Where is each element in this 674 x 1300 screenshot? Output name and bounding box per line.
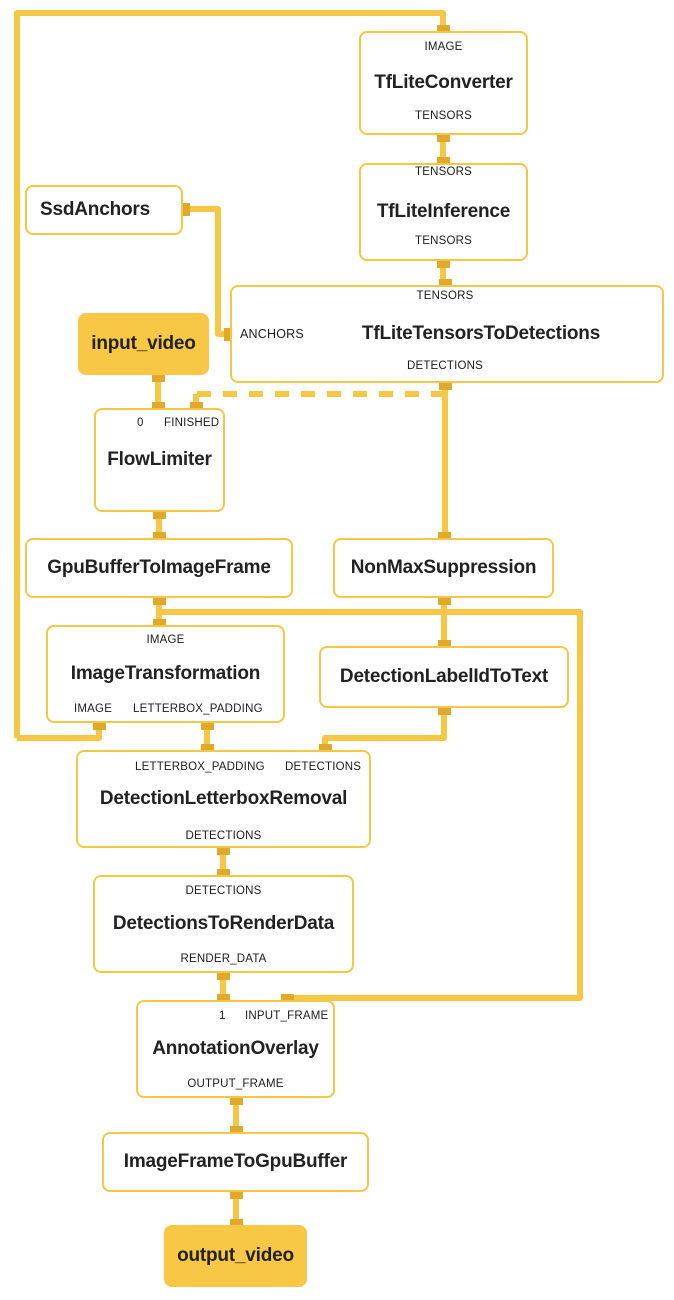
node-image-transformation[interactable]: ImageTransformation xyxy=(46,625,285,723)
node-non-max-suppression[interactable]: NonMaxSuppression xyxy=(333,538,554,598)
port-label-render-data-detections-in: DETECTIONS xyxy=(185,885,262,897)
node-detection-label-id-to-text[interactable]: DetectionLabelIdToText xyxy=(319,646,569,708)
port-label-tflite-converter-tensors: TENSORS xyxy=(415,110,472,122)
node-label: ImageTransformation xyxy=(70,663,261,684)
node-detection-letterbox-removal[interactable]: DetectionLetterboxRemoval xyxy=(76,750,371,848)
node-label: input_video xyxy=(91,333,196,354)
port-label-tflite-inference-tensors-out: TENSORS xyxy=(415,235,472,247)
edge-labels-to-letterbox-removal-detections xyxy=(322,708,447,750)
port-label-image-transformation-image-out: IMAGE xyxy=(74,703,113,715)
node-label: DetectionLabelIdToText xyxy=(339,666,549,687)
node-tflite-inference[interactable]: TfLiteInference xyxy=(359,163,528,261)
edge-image-transformation-image-to-left-loop xyxy=(17,723,102,741)
node-input-video[interactable]: input_video xyxy=(78,313,209,375)
node-flow-limiter[interactable]: FlowLimiter xyxy=(94,408,225,512)
port-label-tensors-to-detections-detections-out: DETECTIONS xyxy=(406,360,484,372)
node-label: DetectionsToRenderData xyxy=(112,913,335,934)
port-label-tensors-to-detections-anchors-in: ANCHORS xyxy=(240,327,304,341)
port-label-letterbox-removal-detections-out: DETECTIONS xyxy=(185,830,262,842)
port-label-letterbox-removal-padding-in: LETTERBOX_PADDING xyxy=(135,761,265,773)
node-gpu-buffer-to-image-frame[interactable]: GpuBufferToImageFrame xyxy=(25,538,293,598)
node-label: FlowLimiter xyxy=(107,449,212,470)
port-label-flow-limiter-finished: FINISHED xyxy=(164,417,220,429)
node-label: output_video xyxy=(177,1245,294,1266)
node-tflite-tensors-to-detections[interactable]: TfLiteTensorsToDetections xyxy=(230,285,664,383)
node-label: AnnotationOverlay xyxy=(152,1038,319,1059)
node-detections-to-render-data[interactable]: DetectionsToRenderData xyxy=(93,875,354,973)
port-label-render-data-out: RENDER_DATA xyxy=(180,953,267,965)
port-label-annotation-overlay-1: 1 xyxy=(219,1010,226,1022)
node-label: ImageFrameToGpuBuffer xyxy=(123,1151,348,1172)
port-label-tflite-inference-tensors-in: TENSORS xyxy=(415,166,472,178)
node-ssd-anchors[interactable]: SsdAnchors xyxy=(25,185,183,235)
node-output-video[interactable]: output_video xyxy=(164,1225,307,1287)
port-label-tflite-converter-image: IMAGE xyxy=(424,41,463,53)
node-label: DetectionLetterboxRemoval xyxy=(99,788,348,809)
port-label-annotation-overlay-output-frame: OUTPUT_FRAME xyxy=(187,1078,284,1090)
edge-input-video-to-tflite-converter xyxy=(14,10,446,738)
node-label: GpuBufferToImageFrame xyxy=(47,557,271,578)
port-label-image-transformation-letterbox-out: LETTERBOX_PADDING xyxy=(133,703,263,715)
node-label: TfLiteConverter xyxy=(374,72,513,93)
node-label: TfLiteInference xyxy=(376,201,511,222)
node-label: TfLiteTensorsToDetections xyxy=(361,323,601,344)
node-image-frame-to-gpu-buffer[interactable]: ImageFrameToGpuBuffer xyxy=(102,1132,369,1192)
port-label-letterbox-removal-detections-in: DETECTIONS xyxy=(285,761,362,773)
port-label-annotation-overlay-input-frame: INPUT_FRAME xyxy=(245,1010,329,1022)
node-annotation-overlay[interactable]: AnnotationOverlay xyxy=(136,1000,335,1098)
port-label-tensors-to-detections-tensors-in: TENSORS xyxy=(416,290,474,302)
node-label: NonMaxSuppression xyxy=(350,557,537,578)
node-tflite-converter[interactable]: TfLiteConverter xyxy=(359,31,528,135)
port-label-image-transformation-image-in: IMAGE xyxy=(146,634,185,646)
node-label: SsdAnchors xyxy=(40,199,150,220)
port-label-flow-limiter-0: 0 xyxy=(137,417,144,429)
